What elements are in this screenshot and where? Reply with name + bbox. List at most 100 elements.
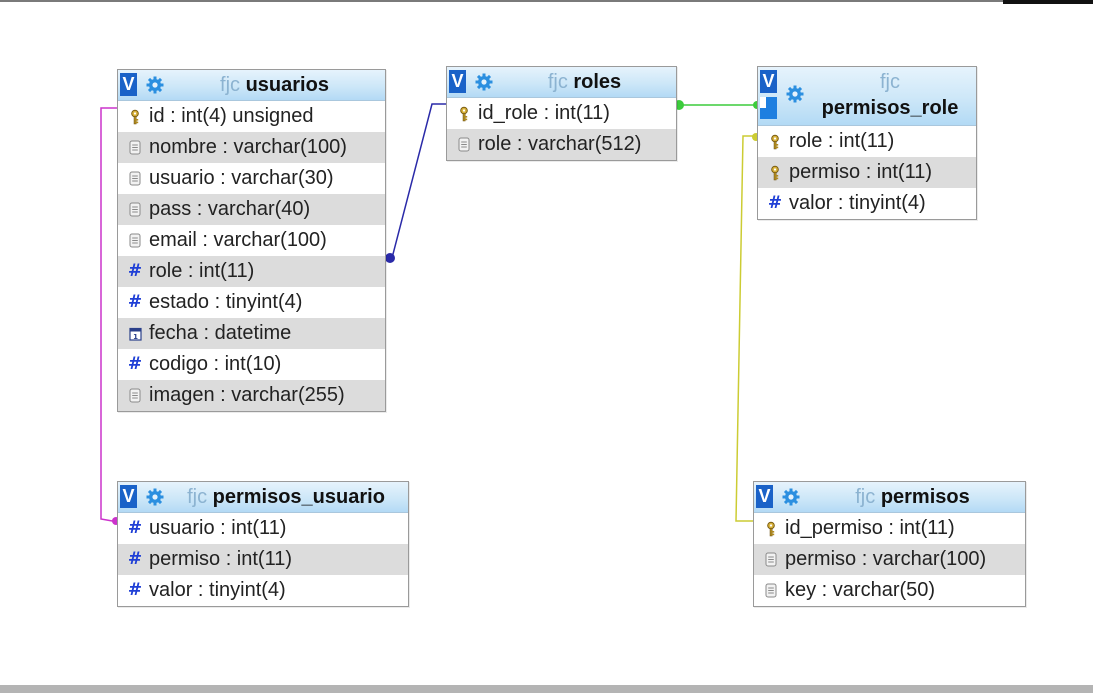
column-row[interactable]: 1 fecha : datetime xyxy=(118,318,385,349)
column-row[interactable]: permiso : int(11) xyxy=(758,157,976,188)
column-label: role : int(11) xyxy=(149,260,255,282)
relation-permisos-role-permisos xyxy=(735,135,757,522)
table-title: fjc usuarios xyxy=(220,74,329,96)
key-icon xyxy=(764,513,778,544)
column-list: id_permiso : int(11) permiso : varchar(10… xyxy=(754,513,1025,606)
column-row[interactable]: #estado : tinyint(4) xyxy=(118,287,385,318)
column-label: usuario : int(11) xyxy=(149,517,287,539)
column-row[interactable]: nombre : varchar(100) xyxy=(118,132,385,163)
column-list: role : int(11) permiso : int(11) # valor : … xyxy=(758,126,976,219)
numeric-column-icon: # xyxy=(127,580,143,600)
numeric-column-icon: # xyxy=(127,261,143,281)
column-label: id_permiso : int(11) xyxy=(785,517,955,539)
key-icon xyxy=(768,126,782,157)
column-row[interactable]: id : int(4) unsigned xyxy=(118,101,385,132)
column-row[interactable]: # permiso : int(11) xyxy=(118,544,408,575)
table-title: fjc roles xyxy=(547,71,622,93)
numeric-column-icon: # xyxy=(127,549,143,569)
table-permisos-usuario[interactable]: V fjc permisos_usuario # usuario : int(11… xyxy=(117,481,409,607)
key-icon xyxy=(128,101,142,132)
text-column-icon xyxy=(128,380,142,411)
relation-usuarios-roles xyxy=(385,103,447,259)
toggle-columns-button[interactable]: V xyxy=(120,485,137,508)
table-header[interactable]: V fjc permisos xyxy=(754,482,1025,513)
table-marker-icon xyxy=(760,97,777,119)
column-label: key : varchar(50) xyxy=(785,579,936,601)
table-title: fjc permisos_usuario xyxy=(187,486,385,508)
table-permisos[interactable]: V fjc permisos id_permiso : int(11) permi… xyxy=(753,481,1026,607)
gear-icon[interactable] xyxy=(475,73,493,91)
relation-permisos-usuario-usuarios xyxy=(100,107,119,523)
table-header[interactable]: V fjc permisos_usuario xyxy=(118,482,408,513)
numeric-column-icon: # xyxy=(767,193,783,213)
column-row[interactable]: # valor : tinyint(4) xyxy=(118,575,408,606)
gear-icon[interactable] xyxy=(146,76,164,94)
column-label: nombre : varchar(100) xyxy=(149,136,347,158)
table-usuarios[interactable]: V fjc usuarios id : int(4) unsigned nombr… xyxy=(117,69,386,412)
column-label: permiso : int(11) xyxy=(789,161,933,183)
table-header[interactable]: V fjc usuarios xyxy=(118,70,385,101)
column-label: email : varchar(100) xyxy=(149,229,327,251)
column-row[interactable]: imagen : varchar(255) xyxy=(118,380,385,411)
toggle-columns-button[interactable]: V xyxy=(120,73,137,96)
key-icon xyxy=(768,157,782,188)
table-title: fjc permisos xyxy=(855,486,970,508)
numeric-column-icon: # xyxy=(127,518,143,538)
column-row[interactable]: # usuario : int(11) xyxy=(118,513,408,544)
table-roles[interactable]: V fjc roles id_role : int(11) role : varc… xyxy=(446,66,677,161)
toggle-columns-button[interactable]: V xyxy=(760,70,777,93)
toggle-columns-button[interactable]: V xyxy=(449,70,466,93)
text-column-icon xyxy=(128,132,142,163)
column-label: imagen : varchar(255) xyxy=(149,384,345,406)
column-row[interactable]: # codigo : int(10) xyxy=(118,349,385,380)
column-row[interactable]: id_role : int(11) xyxy=(447,98,676,129)
top-right-marker xyxy=(1003,0,1093,4)
column-row[interactable]: # role : int(11) xyxy=(118,256,385,287)
column-label: valor : tinyint(4) xyxy=(789,192,926,214)
column-label: pass : varchar(40) xyxy=(149,198,311,220)
column-row[interactable]: role : int(11) xyxy=(758,126,976,157)
column-label: role : varchar(512) xyxy=(478,133,642,155)
column-label: id_role : int(11) xyxy=(478,102,610,124)
column-row[interactable]: pass : varchar(40) xyxy=(118,194,385,225)
column-label: permiso : int(11) xyxy=(149,548,293,570)
column-row[interactable]: # valor : tinyint(4) xyxy=(758,188,976,219)
column-label: estado : tinyint(4) xyxy=(149,291,303,313)
column-label: codigo : int(10) xyxy=(149,353,282,375)
key-icon xyxy=(457,98,471,129)
column-list: id : int(4) unsigned nombre : varchar(100… xyxy=(118,101,385,411)
column-label: id : int(4) unsigned xyxy=(149,105,314,127)
bottom-scrollbar[interactable] xyxy=(0,685,1093,693)
column-row[interactable]: id_permiso : int(11) xyxy=(754,513,1025,544)
column-label: usuario : varchar(30) xyxy=(149,167,334,189)
text-column-icon xyxy=(128,163,142,194)
column-row[interactable]: permiso : varchar(100) xyxy=(754,544,1025,575)
gear-icon[interactable] xyxy=(146,488,164,506)
svg-text:1: 1 xyxy=(133,333,138,341)
gear-icon[interactable] xyxy=(782,488,800,506)
text-column-icon xyxy=(764,544,778,575)
top-border xyxy=(0,0,1093,2)
column-row[interactable]: usuario : varchar(30) xyxy=(118,163,385,194)
table-header[interactable]: V fjc roles xyxy=(447,67,676,98)
date-column-icon: 1 xyxy=(128,318,142,349)
numeric-column-icon: # xyxy=(127,354,143,374)
text-column-icon xyxy=(128,225,142,256)
column-label: valor : tinyint(4) xyxy=(149,579,286,601)
column-list: # usuario : int(11) # permiso : int(11) # val… xyxy=(118,513,408,606)
text-column-icon xyxy=(128,194,142,225)
gear-icon[interactable] xyxy=(786,85,804,103)
text-column-icon xyxy=(764,575,778,606)
column-label: fecha : datetime xyxy=(149,322,292,344)
relation-endpoint-blue xyxy=(385,253,395,263)
column-row[interactable]: role : varchar(512) xyxy=(447,129,676,160)
column-row[interactable]: email : varchar(100) xyxy=(118,225,385,256)
column-row[interactable]: key : varchar(50) xyxy=(754,575,1025,606)
text-column-icon xyxy=(457,129,471,160)
toggle-columns-button[interactable]: V xyxy=(756,485,773,508)
column-label: role : int(11) xyxy=(789,130,895,152)
column-label: permiso : varchar(100) xyxy=(785,548,987,570)
